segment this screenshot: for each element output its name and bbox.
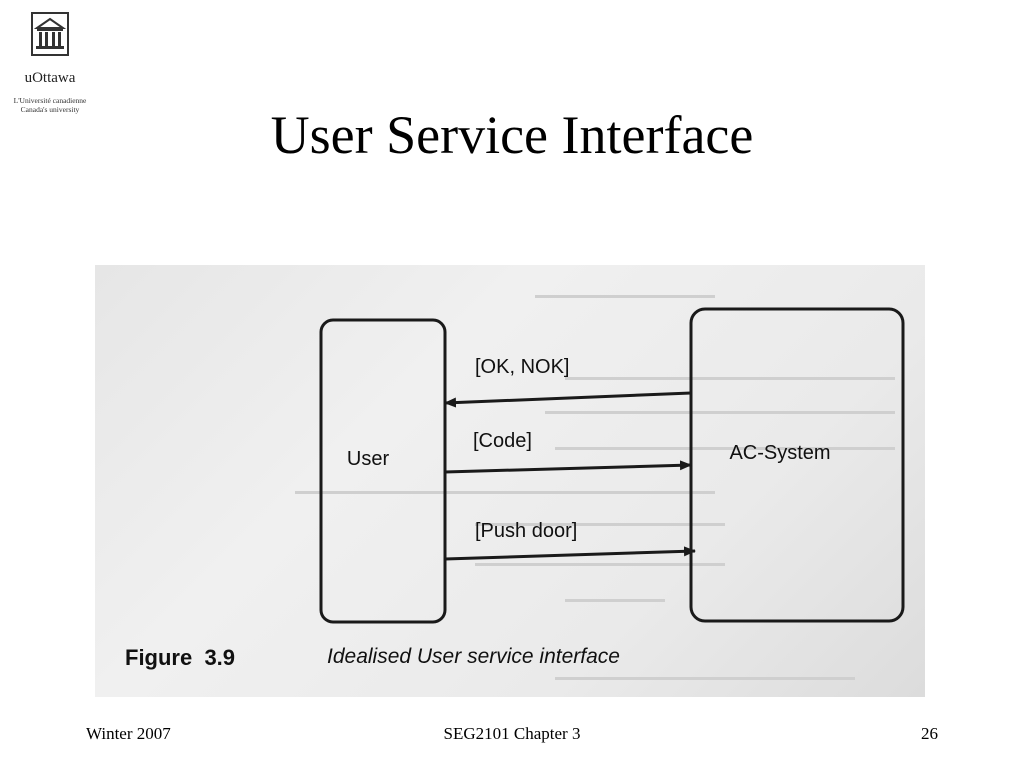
figure-photo: User AC-System [OK, NOK] [Code] [Push do… [95, 265, 925, 697]
figure-caption-label: Figure 3.9 [125, 645, 235, 670]
uottawa-logo: uOttawa L'Université canadienne Canada's… [10, 12, 90, 122]
footer-page-number: 26 [921, 724, 938, 743]
slide-title: User Service Interface [270, 105, 754, 165]
user-box [319, 318, 447, 624]
logo-tagline-en: Canada's university [20, 105, 80, 114]
push-door-message: [Push door] [475, 520, 577, 542]
user-label: User [347, 448, 390, 470]
ok-nok-arrow [444, 391, 692, 408]
code-message: [Code] [473, 430, 532, 452]
ac-system-box [689, 307, 905, 623]
figure-caption-text: Idealised User service interface [327, 645, 620, 668]
footer-date: Winter 2007 [86, 724, 171, 743]
sequence-diagram: User AC-System [OK, NOK] [Code] [Push do… [125, 295, 905, 680]
logo-wordmark: uOttawa [24, 70, 76, 86]
ok-nok-message: [OK, NOK] [475, 356, 569, 378]
footer-course: SEG2101 Chapter 3 [443, 724, 581, 743]
code-arrow [444, 460, 692, 474]
logo-tagline-fr: L'Université canadienne [13, 96, 87, 105]
push-door-arrow [444, 546, 696, 561]
building-icon [31, 12, 69, 56]
ac-system-label: AC-System [729, 442, 830, 464]
background-page-texture [295, 295, 895, 680]
